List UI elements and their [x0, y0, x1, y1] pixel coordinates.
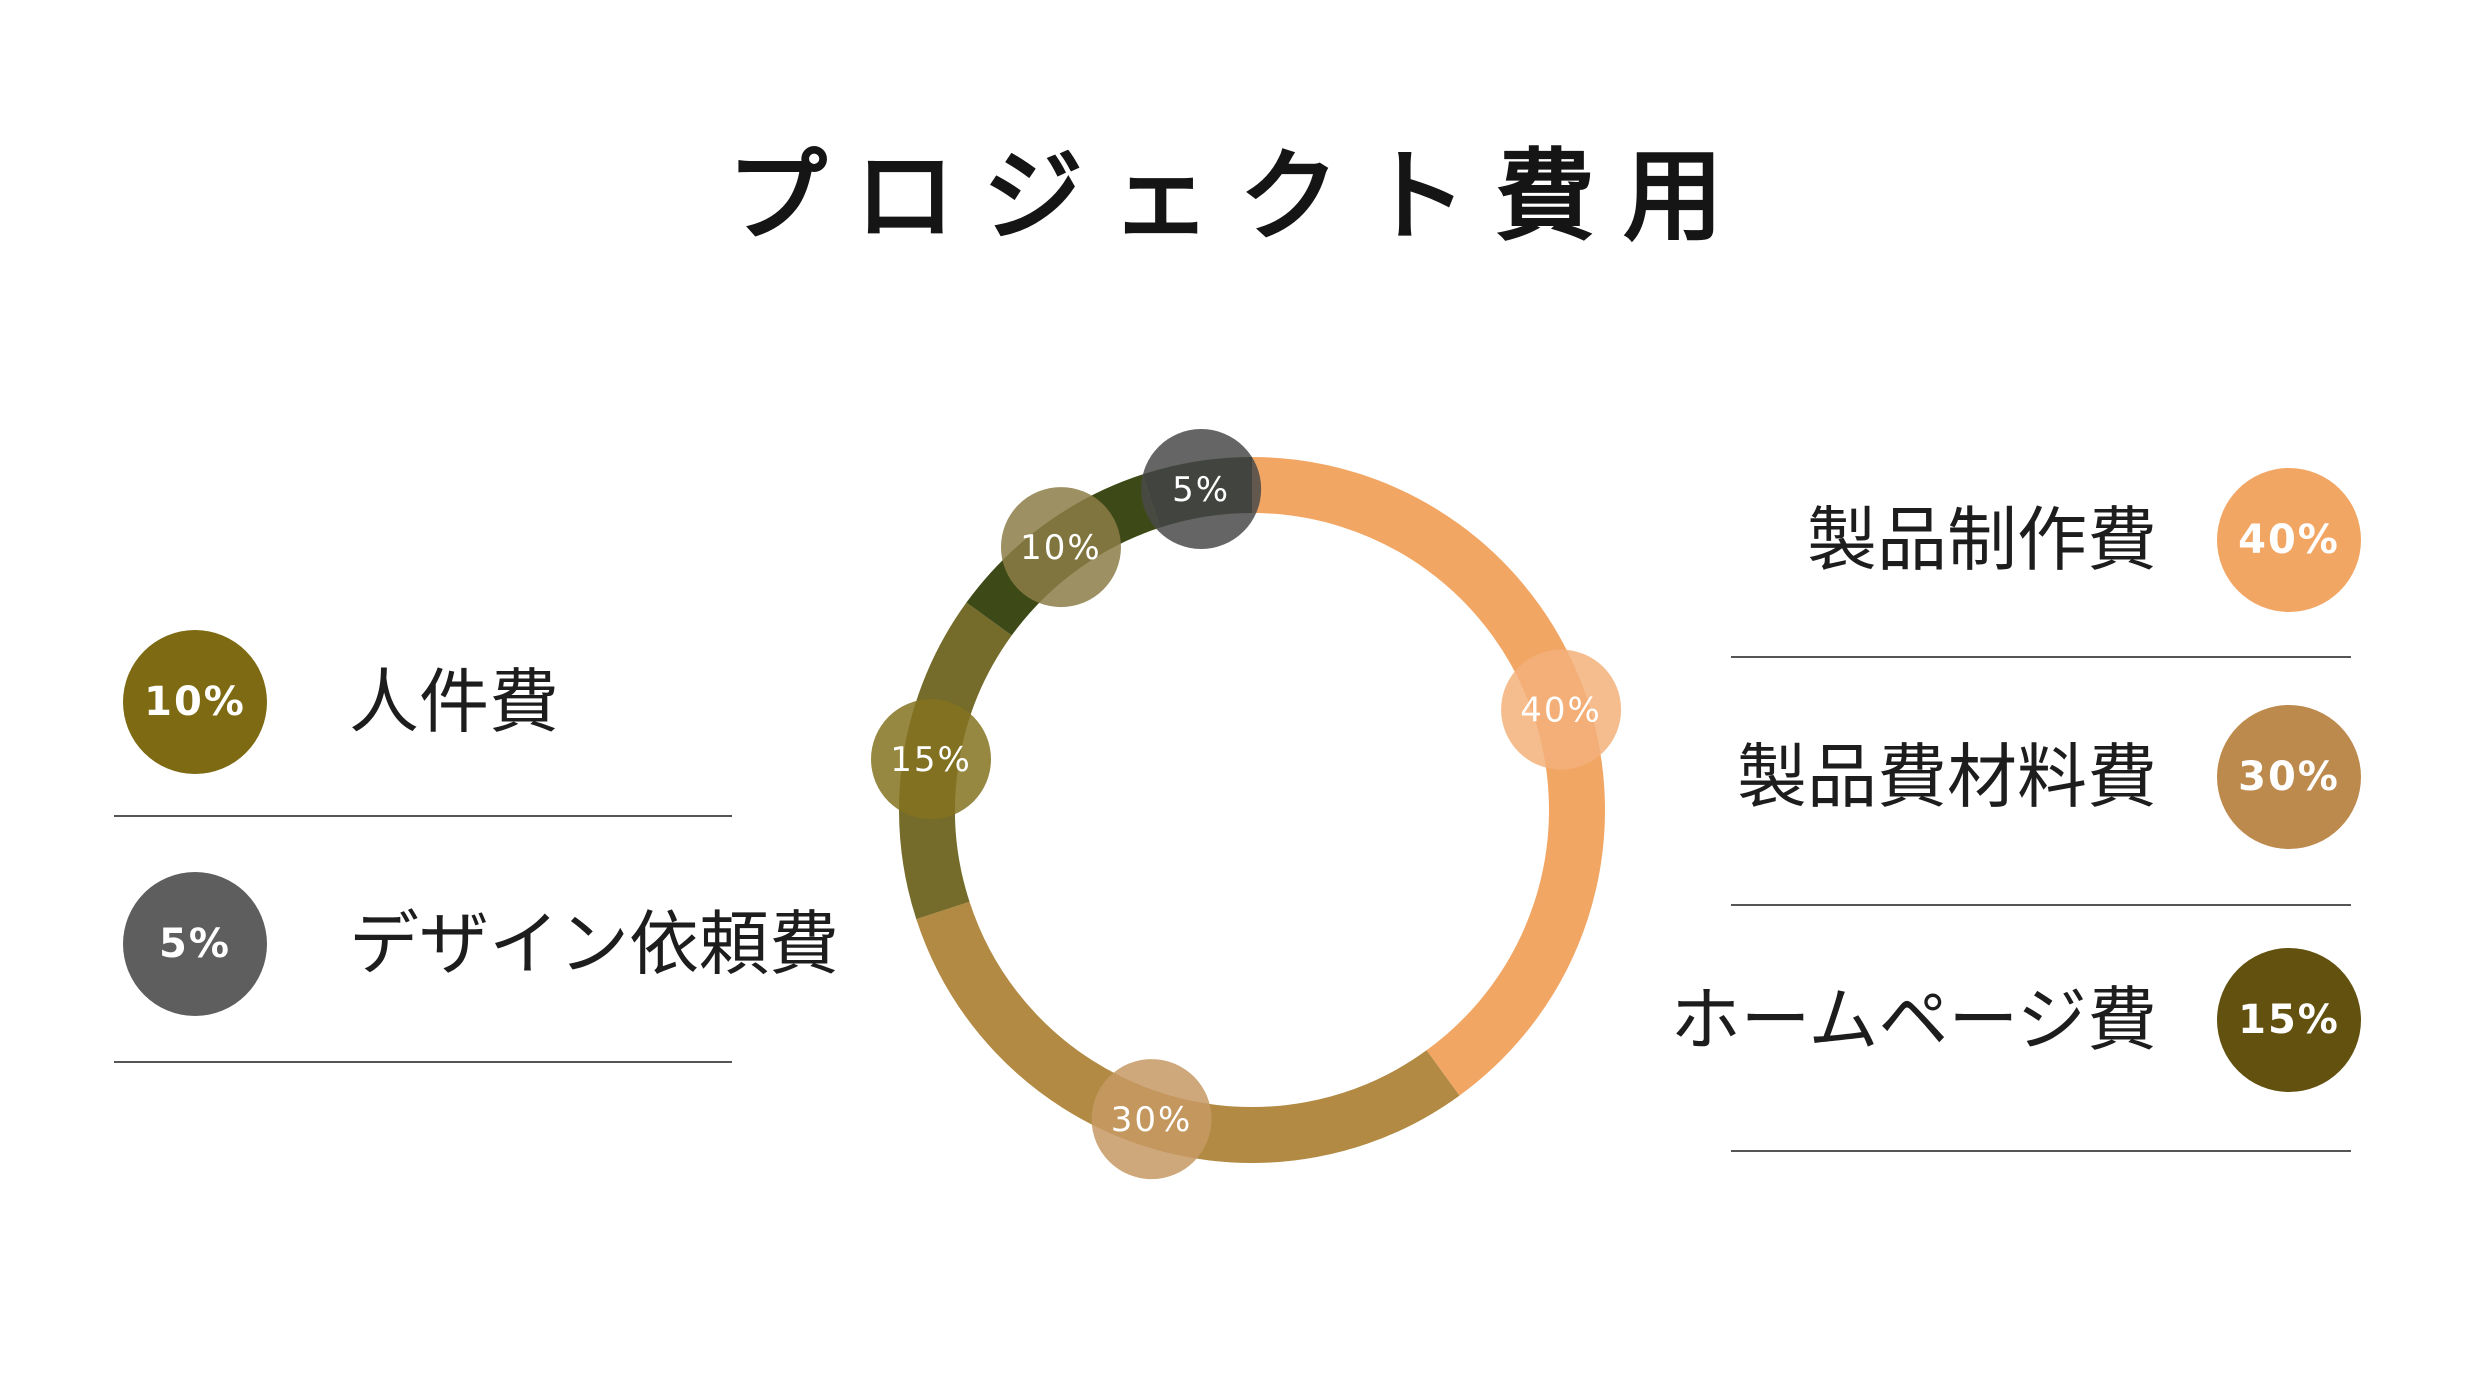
slice-bubble-0 [1501, 649, 1622, 770]
legend-badge-homepage: 15% [2217, 948, 2361, 1092]
slice-bubble-4 [1141, 429, 1262, 550]
legend-label-production: 製品制作費 [1807, 499, 2157, 581]
slice-value-label-0: 40% [1520, 691, 1602, 731]
legend-divider [114, 1061, 732, 1063]
slice-value-label-2: 15% [890, 740, 972, 780]
slice-value-label-4: 5% [1172, 470, 1230, 510]
page-title: プロジェクト費用 [727, 137, 1751, 255]
legend-label-personnel: 人件費 [349, 661, 559, 743]
slice-bubble-3 [1000, 487, 1121, 608]
legend-badge-personnel: 10% [123, 630, 267, 774]
legend-divider [114, 815, 732, 817]
legend-badge-design: 5% [123, 872, 267, 1016]
legend-divider [1731, 904, 2351, 906]
legend-label-materials: 製品費材料費 [1737, 736, 2157, 818]
slice-bubble-1 [1091, 1059, 1212, 1180]
legend-badge-materials: 30% [2217, 705, 2361, 849]
slice-value-label-1: 30% [1111, 1100, 1193, 1140]
slice-bubble-2 [871, 699, 992, 820]
legend-label-design: デザイン依頼費 [349, 903, 839, 985]
legend-divider [1731, 1150, 2351, 1152]
legend-label-homepage: ホームページ費 [1670, 979, 2158, 1061]
slice-value-label-3: 10% [1020, 528, 1102, 568]
legend-badge-production: 40% [2217, 468, 2361, 612]
legend-divider [1731, 656, 2351, 658]
donut-slice-0 [1251, 457, 1605, 1096]
